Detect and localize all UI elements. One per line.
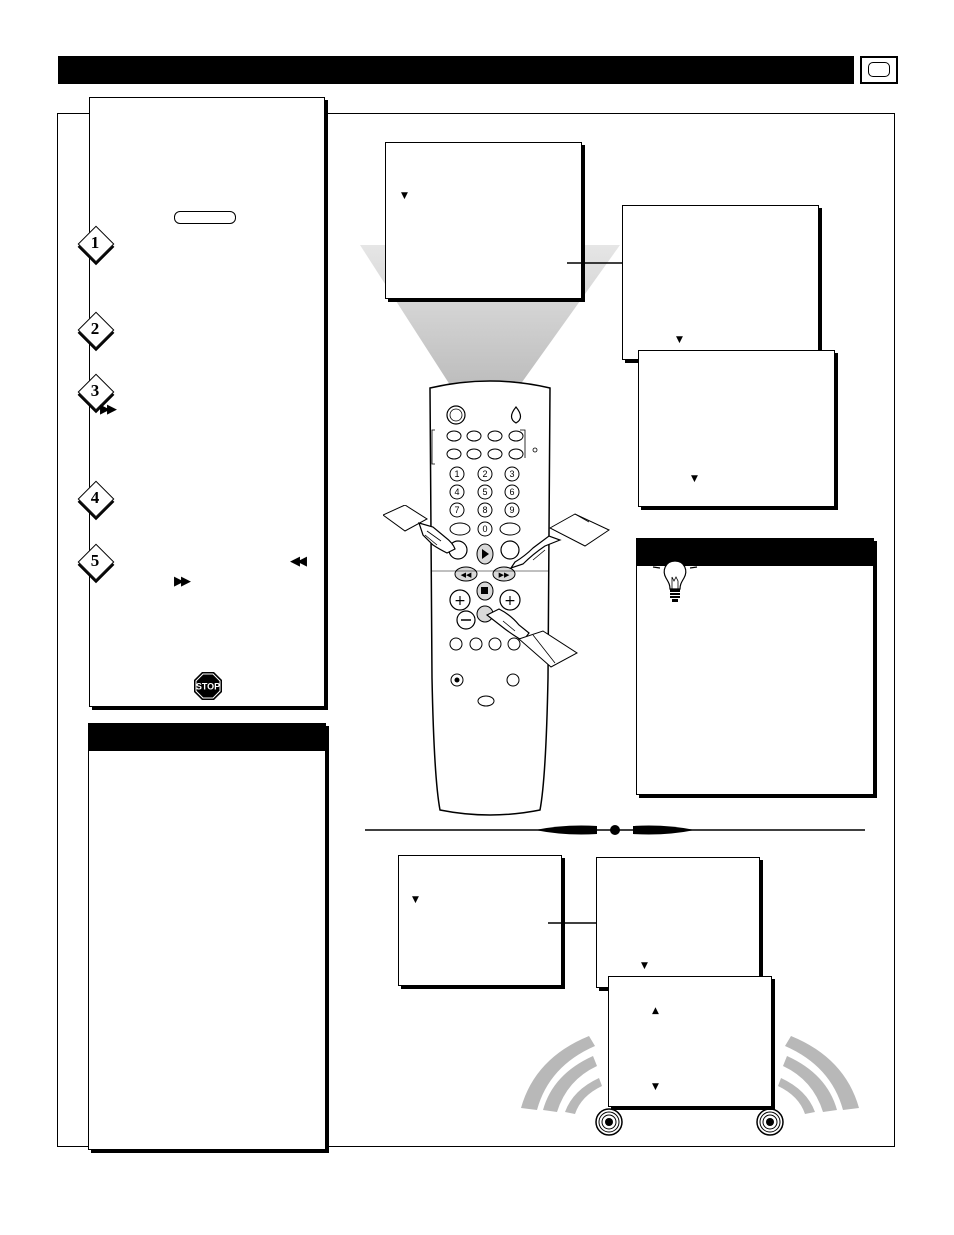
- stop-sign-icon: STOP: [194, 672, 222, 700]
- key-4[interactable]: 4: [454, 487, 459, 497]
- menu-down-arrow: ▼: [401, 191, 408, 201]
- key-6[interactable]: 6: [509, 487, 514, 497]
- menu-down-arrow: ▼: [641, 961, 648, 971]
- svg-text:◀◀: ◀◀: [461, 571, 472, 579]
- svg-text:▶▶: ▶▶: [499, 571, 510, 579]
- step-3-number: 3: [90, 381, 100, 400]
- screen-menu-5: ▼: [596, 857, 760, 988]
- tv-icon: [860, 56, 898, 84]
- note-panel-header: [89, 724, 325, 751]
- key-0[interactable]: 0: [482, 524, 487, 534]
- instruction-panel: 1 2 3 ▶▶ 4 5 ◀◀ ▶▶ STOP: [77, 97, 325, 707]
- key-1[interactable]: 1: [454, 469, 459, 479]
- header-bar: [58, 56, 854, 84]
- remote-control: 1 2 3 4 5 6 7 8 9 0 ◀◀ ▶▶ + +: [429, 380, 551, 816]
- content-frame: [57, 113, 895, 1147]
- stop-sign-label: STOP: [196, 682, 220, 692]
- menu-down-arrow: ▼: [691, 474, 698, 484]
- fast-forward-icon: ▶▶: [100, 402, 117, 417]
- step-5-number: 5: [90, 551, 100, 570]
- screen-menu-2: ▼: [622, 205, 819, 360]
- key-7[interactable]: 7: [454, 505, 459, 515]
- svg-text:+: +: [454, 593, 466, 609]
- step-4-number: 4: [90, 488, 100, 507]
- svg-text:+: +: [504, 593, 516, 609]
- step-2-number: 2: [90, 319, 100, 338]
- speaker-icon: [756, 1108, 784, 1136]
- menu-down-arrow: ▼: [652, 1082, 659, 1092]
- hand-pointer-icon: [383, 505, 456, 554]
- fast-forward-icon: ▶▶: [174, 574, 191, 589]
- screen-menu-4: ▼: [398, 855, 562, 986]
- menu-button-icon: [174, 211, 236, 224]
- lightbulb-icon: [652, 547, 698, 602]
- step-rail: [90, 238, 92, 658]
- screen-menu-6: ▲ ▼: [608, 976, 772, 1107]
- speaker-icon: [595, 1108, 623, 1136]
- key-2[interactable]: 2: [482, 469, 487, 479]
- sound-waves: [521, 1036, 859, 1114]
- key-8[interactable]: 8: [482, 505, 487, 515]
- key-3[interactable]: 3: [509, 469, 514, 479]
- screen-menu-3: ▼: [638, 350, 835, 507]
- menu-down-arrow: ▼: [412, 895, 419, 905]
- step-1-number: 1: [90, 233, 100, 252]
- hand-pointer-icon: [485, 608, 578, 668]
- ornamental-divider: [365, 825, 865, 835]
- tv-screen-shape: [868, 62, 890, 77]
- hand-pointer-icon: [509, 513, 610, 570]
- menu-down-arrow: ▼: [676, 335, 683, 345]
- rewind-icon: ◀◀: [290, 554, 307, 569]
- tip-panel: [636, 538, 874, 795]
- note-panel: [88, 723, 326, 1150]
- screen-menu-1: ▼: [385, 142, 582, 299]
- key-5[interactable]: 5: [482, 487, 487, 497]
- menu-up-arrow: ▲: [652, 1006, 659, 1016]
- key-9[interactable]: 9: [509, 505, 514, 515]
